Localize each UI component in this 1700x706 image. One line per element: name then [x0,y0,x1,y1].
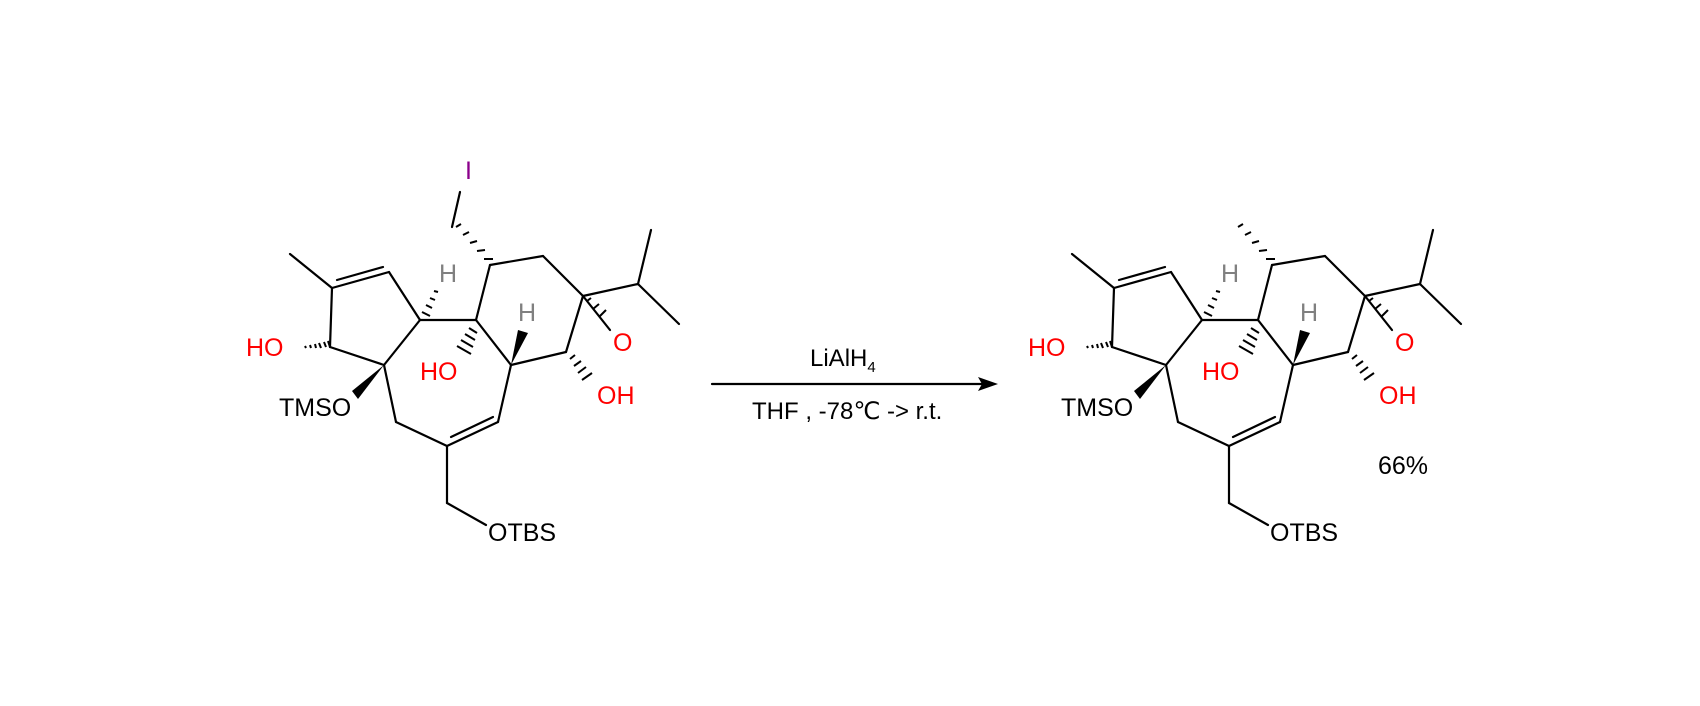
product-bonds [1070,228,1463,527]
reactant-labels: I H H HO TMSO HO O OH OTBS [246,157,635,547]
product-stereo-bonds [1086,223,1389,399]
product-h-top-label: H [1221,260,1239,288]
reaction-arrow-group: LiAlH4 THF , -78℃ -> r.t. [710,345,998,425]
reactant-epoxide-o-label: O [613,329,632,357]
product-ho-left-label: HO [1028,334,1066,362]
product-labels: H H HO TMSO HO O OH OTBS [1028,260,1417,547]
conditions-label: THF , -78℃ -> r.t. [752,398,942,425]
reactant-bonds [288,190,681,527]
product-epoxide-o-label: O [1395,329,1414,357]
product-oh-right-label: OH [1379,382,1417,410]
reagent-label: LiAlH4 [810,345,876,376]
product-ho-center-label: HO [1202,358,1240,386]
reactant-oh-right-label: OH [597,382,635,410]
yield-label: 66% [1378,452,1428,480]
product-tmso-label: TMSO [1061,394,1133,422]
product-otbs-label: OTBS [1270,519,1338,547]
reactant-molecule: I H H HO TMSO HO O OH OTBS [246,157,681,547]
reactant-h-mid-label: H [518,299,536,327]
reactant-otbs-label: OTBS [488,519,556,547]
reaction-arrow-head [978,377,998,391]
reactant-ho-left-label: HO [246,334,284,362]
reactant-stereo-bonds [304,223,607,399]
reactant-tmso-label: TMSO [279,394,351,422]
reactant-iodine-label: I [465,157,472,185]
product-molecule: H H HO TMSO HO O OH OTBS [1028,223,1463,547]
reactant-h-top-label: H [439,260,457,288]
product-h-mid-label: H [1300,299,1318,327]
reactant-ho-center-label: HO [420,358,458,386]
